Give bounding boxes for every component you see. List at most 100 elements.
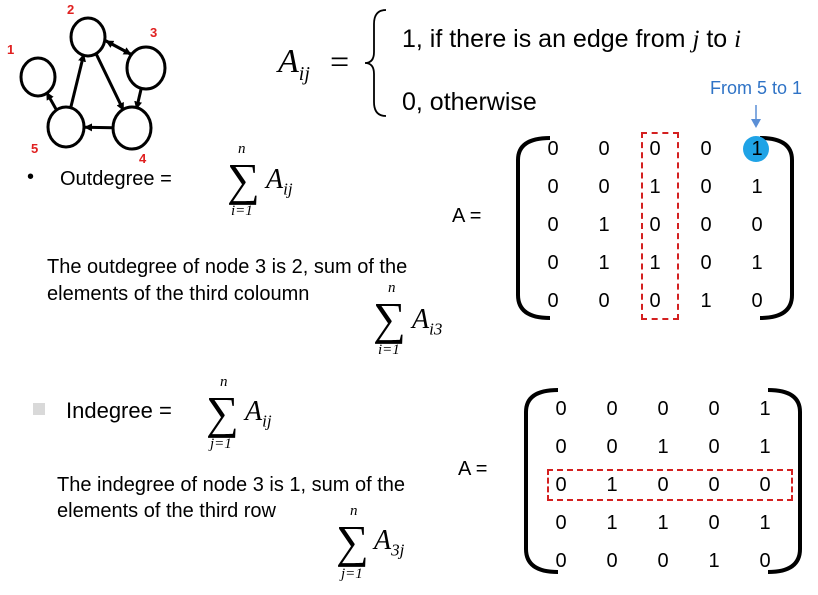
matrix-bottom-cell-r1-c5: 1 <box>759 398 771 420</box>
matrix-top-cell-r3-c4: 0 <box>700 214 712 236</box>
graph-node-3 <box>125 45 167 91</box>
matrix-top-cell-r1-c2: 0 <box>598 138 610 160</box>
case1-text: 1, if there is an edge from <box>402 25 693 53</box>
indegree-example-term: A3j <box>374 525 404 561</box>
indegree-explanation-line-1: The indegree of node 3 is 1, sum of the <box>57 474 405 496</box>
matrix-top-cell-r5-c1: 0 <box>547 290 559 312</box>
outdegree-example-term-sub: i3 <box>429 319 443 339</box>
matrix-top-entry-highlight <box>743 136 769 162</box>
matrix-bottom-cell-r2-c4: 0 <box>708 436 720 458</box>
matrix-top-cell-r3-c1: 0 <box>547 214 559 236</box>
outdegree-bullet: • <box>27 166 35 188</box>
matrix-bottom-cell-r2-c2: 0 <box>606 436 618 458</box>
matrix-bottom-cell-r1-c4: 0 <box>708 398 720 420</box>
graph-node-4 <box>111 105 153 151</box>
matrix-bottom-cell-r3-c2: 1 <box>606 474 618 496</box>
matrix-top-cell-r5-c3: 0 <box>649 290 661 312</box>
matrix-bottom-brackets <box>524 388 802 574</box>
directed-graph <box>19 16 167 151</box>
annotation-arrow <box>751 105 761 128</box>
graph-node-1 <box>19 56 57 98</box>
indegree-example-term-main: A <box>374 525 392 556</box>
matrix-top-cell-r4-c1: 0 <box>547 252 559 274</box>
node-label-2: 2 <box>67 2 75 17</box>
definition-lhs-sub: ij <box>298 62 310 85</box>
indegree-term-main: A <box>245 396 263 427</box>
matrix-bottom-cell-r4-c1: 0 <box>555 512 567 534</box>
outdegree-sum-bottom: i=1 <box>231 203 253 219</box>
edge-3-to-2 <box>105 39 133 56</box>
definition-brace <box>364 9 387 117</box>
outdegree-sum-top: n <box>238 141 246 157</box>
matrix-bottom-label: A = <box>458 458 488 480</box>
matrix-top-cell-r5-c5: 0 <box>751 290 763 312</box>
matrix-top-cell-r1-c3: 0 <box>649 138 661 160</box>
graph-node-5 <box>46 105 86 149</box>
outdegree-example-sum-sign: ∑ <box>373 293 406 344</box>
outdegree-example-term-main: A <box>412 304 430 335</box>
indegree-sum-top: n <box>220 374 228 390</box>
indegree-example-sum-top: n <box>350 503 358 519</box>
node-label-4: 4 <box>139 151 147 166</box>
matrix-bottom-cell-r3-c4: 0 <box>708 474 720 496</box>
matrix-bottom-cell-r4-c2: 1 <box>606 512 618 534</box>
outdegree-term: Aij <box>266 164 293 200</box>
matrix-top-brackets <box>516 136 794 320</box>
matrix-top-cell-r1-c5: 1 <box>751 138 763 160</box>
outdegree-term-main: A <box>266 164 284 195</box>
matrix-bottom-cell-r1-c3: 0 <box>657 398 669 420</box>
outdegree-explanation-line-1: The outdegree of node 3 is 2, sum of the <box>47 256 408 278</box>
matrix-bottom-cell-r2-c3: 1 <box>657 436 669 458</box>
outdegree-example-sum-bottom: i=1 <box>378 342 400 358</box>
node-label-5: 5 <box>31 141 39 156</box>
matrix-top-cell-r1-c4: 0 <box>700 138 712 160</box>
case1-mid: to <box>699 25 735 53</box>
matrix-top-cell-r4-c3: 1 <box>649 252 661 274</box>
case1-i: i <box>734 26 742 53</box>
graph-nodes <box>19 16 167 151</box>
indegree-example-term-sub: 3j <box>391 540 405 560</box>
annotation-from-5-to-1: From 5 to 1 <box>710 78 803 98</box>
matrix-top-cell-r3-c2: 1 <box>598 214 610 236</box>
matrix-top-cell-r4-c5: 1 <box>751 252 763 274</box>
outdegree-explanation-line-2: elements of the third coloumn <box>47 283 310 305</box>
definition-case-2: 0, otherwise <box>402 88 537 116</box>
outdegree-sum-sign: ∑ <box>227 154 260 205</box>
matrix-top-cell-r2-c3: 1 <box>649 176 661 198</box>
definition-lhs-main: A <box>278 43 299 80</box>
matrix-bottom-cell-r5-c4: 1 <box>708 550 720 572</box>
matrix-bottom-cell-r4-c4: 0 <box>708 512 720 534</box>
matrix-bottom-cell-r5-c3: 0 <box>657 550 669 572</box>
matrix-bottom-cell-r3-c5: 0 <box>759 474 771 496</box>
matrix-top-column-highlight <box>641 132 679 320</box>
matrix-top-cell-r2-c1: 0 <box>547 176 559 198</box>
outdegree-label: Outdegree = <box>60 168 172 190</box>
edge-2-to-4 <box>94 51 125 111</box>
matrix-bottom-cell-r5-c1: 0 <box>555 550 567 572</box>
definition-equals: = <box>330 44 350 81</box>
outdegree-term-sub: ij <box>283 179 293 199</box>
matrix-bottom-cell-r2-c5: 1 <box>759 436 771 458</box>
indegree-label: Indegree = <box>66 398 172 423</box>
matrix-top-cell-r2-c5: 1 <box>751 176 763 198</box>
indegree-term-sub: ij <box>262 411 272 431</box>
outdegree-example-term: Ai3 <box>412 304 442 340</box>
matrix-top-cell-r2-c4: 0 <box>700 176 712 198</box>
matrix-bottom-cell-r4-c5: 1 <box>759 512 771 534</box>
indegree-example-sum-bottom: j=1 <box>341 566 363 582</box>
matrix-top-cell-r5-c2: 0 <box>598 290 610 312</box>
indegree-example-sum-sign: ∑ <box>336 516 369 567</box>
outdegree-example-sum-top: n <box>388 280 396 296</box>
matrix-bottom-cell-r5-c5: 0 <box>759 550 771 572</box>
matrix-top-cell-r5-c4: 1 <box>700 290 712 312</box>
indegree-sum-sign: ∑ <box>206 387 239 438</box>
definition-lhs: Aij <box>278 42 310 94</box>
matrix-top-cell-r3-c3: 0 <box>649 214 661 236</box>
matrix-top-cell-r2-c2: 0 <box>598 176 610 198</box>
definition-case-1: 1, if there is an edge from j to i <box>402 24 741 55</box>
edge-5-to-2 <box>68 53 86 110</box>
matrix-bottom-cell-r3-c3: 0 <box>657 474 669 496</box>
graph-node-2 <box>69 16 107 58</box>
matrix-top-cell-r4-c4: 0 <box>700 252 712 274</box>
case1-j: j <box>692 26 700 53</box>
